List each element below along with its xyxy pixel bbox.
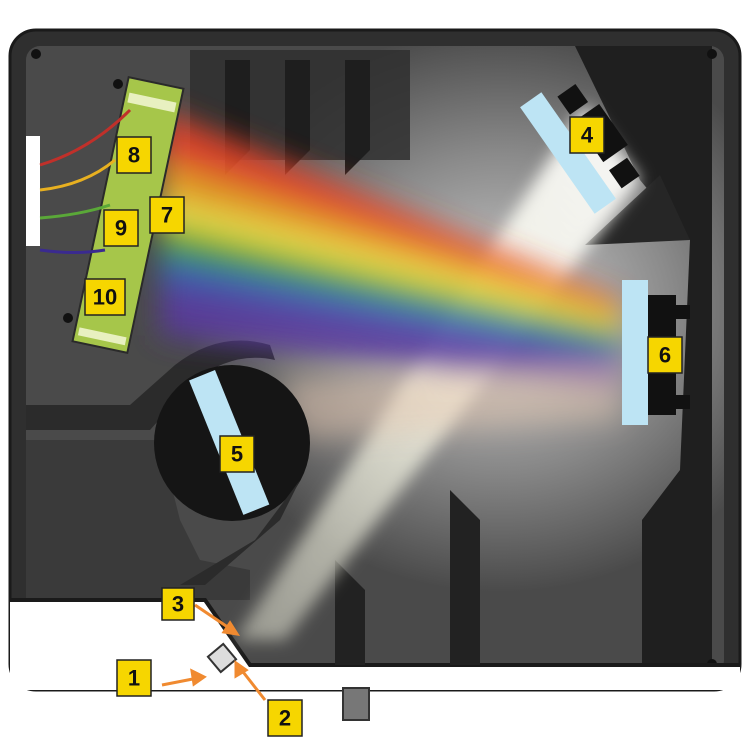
entrance-slit: [206, 642, 238, 674]
svg-text:6: 6: [659, 343, 671, 368]
label-1: 1: [116, 659, 152, 697]
svg-text:7: 7: [161, 203, 173, 228]
svg-text:2: 2: [279, 706, 291, 731]
svg-text:4: 4: [581, 123, 594, 148]
label-10: 10: [84, 278, 126, 316]
svg-text:5: 5: [231, 442, 243, 467]
svg-text:10: 10: [93, 285, 117, 310]
svg-text:3: 3: [172, 592, 184, 617]
svg-text:1: 1: [128, 666, 140, 691]
label-5: 5: [219, 435, 255, 473]
pointer-arrows: [161, 603, 267, 701]
label-3: 3: [161, 587, 195, 621]
svg-text:9: 9: [115, 216, 127, 241]
detector-wires: [39, 108, 132, 254]
label-7: 7: [149, 196, 185, 234]
central-baffle: [26, 340, 275, 430]
label-9: 9: [103, 209, 139, 247]
label-6: 6: [647, 336, 683, 374]
spectrum-rays: [160, 110, 620, 440]
label-4: 4: [569, 116, 605, 154]
svg-text:8: 8: [128, 143, 140, 168]
label-2: 2: [267, 699, 303, 737]
label-8: 8: [116, 136, 152, 174]
